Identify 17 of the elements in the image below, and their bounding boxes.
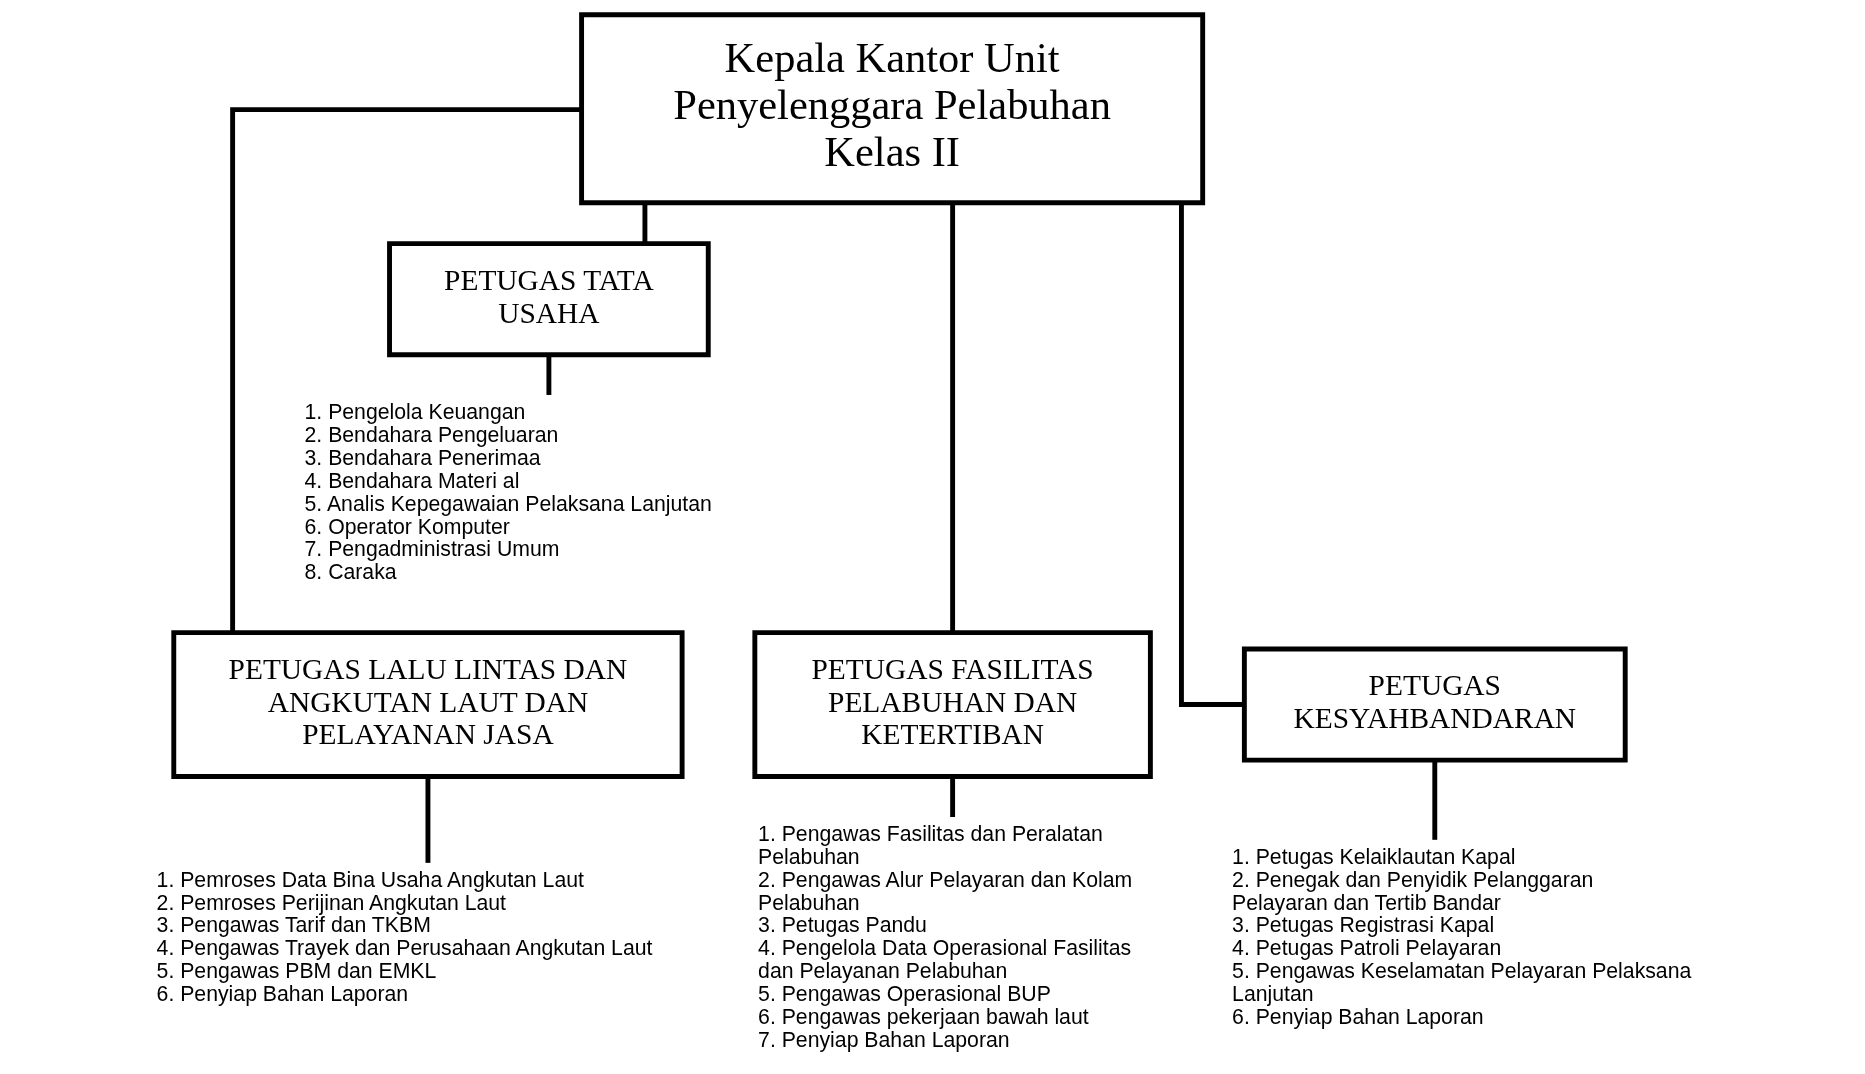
node-box: PETUGAS TATA USAHA [386, 241, 711, 358]
connector [425, 776, 430, 863]
connector [949, 203, 955, 633]
node-box: PETUGAS LALU LINTAS DAN ANGKUTAN LAUT DAN PELAYANAN JASA [170, 630, 685, 779]
node-text: 1. Pengawas Fasilitas dan Peralatan Pelabuhan 2. Pengawas Alur Pelayaran dan Kolam Pelabuhan 3. Petugas Pandu 4. Pengelola Data Operasional Fasilitas dan Pelayanan Pelabuhan 5. Pengawas Operasional BUP 6. Pengawas pekerjaan bawah laut 7. Penyiap Bahan Laporan [757, 821, 1132, 1052]
node-text: 1. Petugas Kelaiklautan Kapal 2. Penegak dan Penyidik Pelanggaran Pelayaran dan Tertib Bandar 3. Petugas Registrasi Kapal 4. Petugas Patroli Pelayaran 5. Pengawas Keselamatan Pelayaran Pelaksana Lanjutan 6. Penyiap Bahan Laporan [1231, 844, 1691, 1029]
connector [641, 202, 647, 244]
node-text: 1. Pengelola Keuangan 2. Bendahara Pengeluaran 3. Bendahara Penerimaa 4. Bendahara Materi al 5. Analis Kepegawaian Pelaksana Lanjutan 6. Operator Komputer 7. Pengadministrasi Umum 8. Caraka [304, 400, 712, 585]
connector [545, 354, 551, 395]
node-box: PETUGAS FASILITAS PELABUHAN DAN KETERTIBAN [751, 630, 1153, 779]
node-box: PETUGAS KESYAHBANDARAN [1241, 646, 1628, 763]
connector [1431, 760, 1437, 840]
connector [1178, 203, 1244, 707]
connector [949, 776, 955, 817]
node-box: Kepala Kantor Unit Penyelenggara Pelabuhan Kelas II [578, 12, 1205, 206]
node-text: 1. Pemroses Data Bina Usaha Angkutan Laut 2. Pemroses Perijinan Angkutan Laut 3. Pengawas Tarif dan TKBM 4. Pengawas Trayek dan Perusahaan Angkutan Laut 5. Pengawas PBM dan EMKL 6. Penyiap Bahan Laporan [156, 867, 652, 1007]
connector [229, 107, 581, 633]
